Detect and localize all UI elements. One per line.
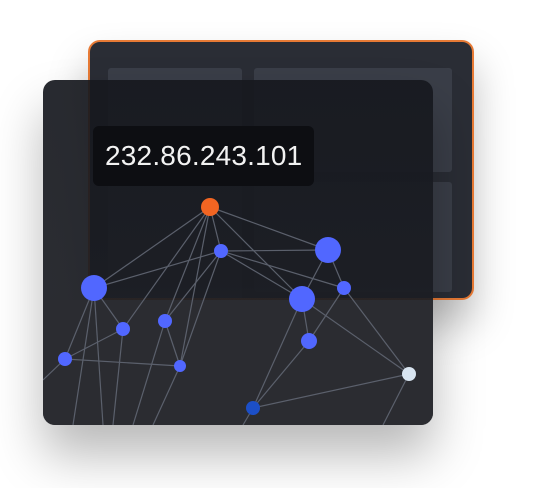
ip-address-label: 232.86.243.101	[105, 140, 303, 171]
graph-lower-area	[43, 300, 433, 425]
graph-node[interactable]	[337, 281, 351, 295]
graph-edge	[122, 206, 211, 330]
graph-node[interactable]	[116, 322, 130, 336]
graph-edge	[252, 373, 410, 409]
graph-node[interactable]	[246, 401, 260, 415]
graph-edge	[343, 287, 410, 375]
graph-edge	[132, 320, 166, 425]
graph-edge	[220, 249, 329, 252]
graph-node[interactable]	[158, 314, 172, 328]
graph-edge	[252, 340, 310, 409]
graph-edge	[72, 287, 95, 425]
graph-edge	[179, 206, 211, 367]
graph-node[interactable]	[81, 275, 107, 301]
graph-edge	[93, 250, 222, 289]
network-graph-window: 232.86.243.101	[43, 80, 433, 425]
graph-node[interactable]	[58, 352, 72, 366]
network-graph	[43, 198, 416, 425]
graph-edge	[301, 298, 410, 375]
selected-node[interactable]	[201, 198, 219, 216]
graph-edge	[93, 206, 211, 289]
graph-edge	[308, 287, 345, 342]
graph-edge	[220, 250, 345, 289]
graph-edge	[164, 206, 211, 322]
graph-edge	[179, 250, 222, 367]
graph-edge	[164, 320, 181, 367]
graph-node[interactable]	[315, 237, 341, 263]
graph-edge	[164, 250, 222, 322]
graph-node[interactable]	[174, 360, 186, 372]
graph-edge	[220, 250, 303, 300]
graph-edge	[209, 206, 303, 300]
graph-edges	[43, 206, 410, 425]
graph-node[interactable]	[289, 286, 315, 312]
graph-edge	[112, 328, 124, 425]
graph-edge	[209, 206, 329, 251]
ip-tooltip: 232.86.243.101	[93, 126, 315, 186]
graph-node[interactable]	[214, 244, 228, 258]
graph-edge	[252, 298, 303, 409]
graph-edge	[93, 287, 104, 425]
graph-edge	[64, 358, 181, 367]
graph-node[interactable]	[402, 367, 416, 381]
graph-edge	[152, 365, 181, 425]
graph-edge	[64, 328, 124, 360]
graph-edge	[382, 373, 410, 425]
graph-nodes	[58, 198, 416, 415]
graph-node[interactable]	[301, 333, 317, 349]
